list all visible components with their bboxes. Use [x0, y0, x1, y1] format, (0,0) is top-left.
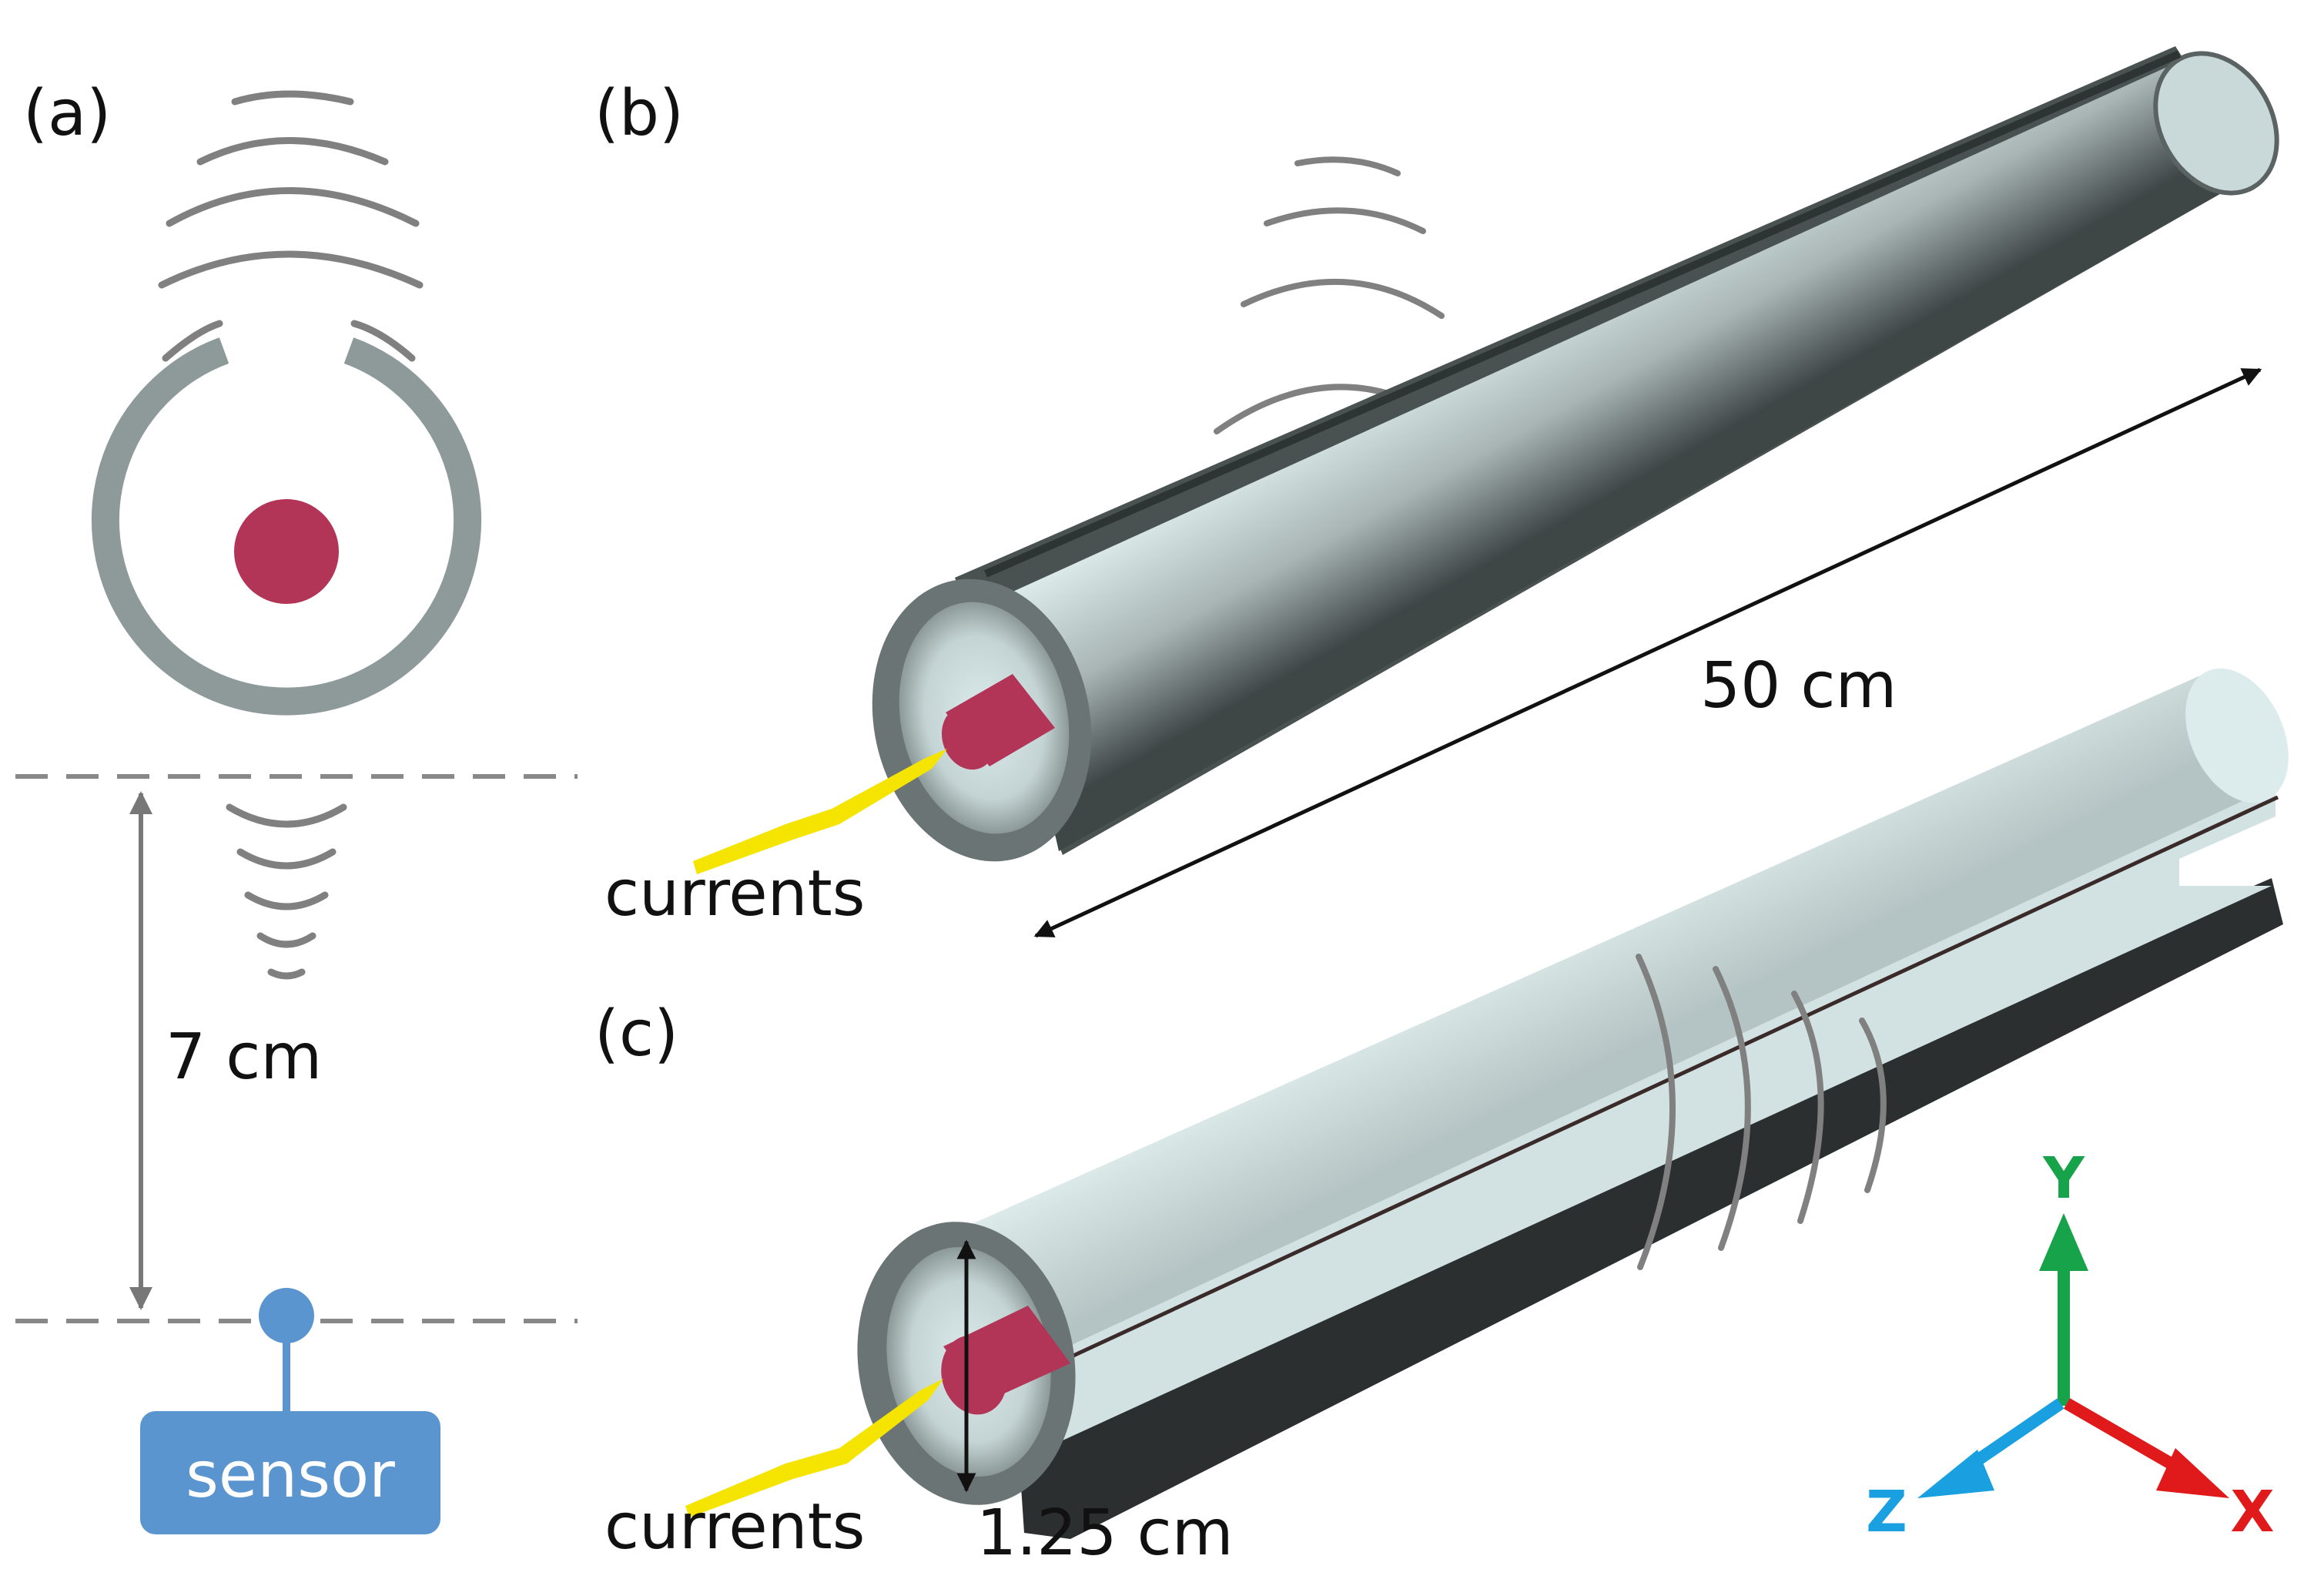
length-label: 50 cm	[1700, 649, 1897, 723]
current-beam-c	[685, 1379, 943, 1517]
coordinate-axes: Y X Z	[1866, 1145, 2274, 1545]
panel-c: (c) currents 1.25 cm	[594, 668, 2289, 1570]
length-arrow	[1033, 367, 2262, 938]
tube-far-end-b	[2153, 51, 2279, 196]
panel-b-label: (b)	[594, 77, 684, 150]
panel-c-label: (c)	[594, 998, 678, 1071]
sensor-probe	[259, 1288, 314, 1343]
panel-a-label: (a)	[23, 77, 111, 150]
panel-b: (b) currents 50 cm	[594, 46, 2279, 938]
sensor-label: sensor	[186, 1439, 395, 1512]
conductor-cross-section	[234, 499, 339, 604]
axis-z-arrowhead	[1917, 1450, 1994, 1498]
diameter-label: 1.25 cm	[976, 1497, 1234, 1570]
conductor-end-b	[941, 706, 996, 770]
current-label-b: currents	[604, 857, 866, 930]
panel-a: (a) 7 cm sensor	[15, 77, 578, 1534]
tube-far-end-c	[2185, 668, 2289, 803]
distance-label: 7 cm	[166, 1021, 322, 1094]
inner-tube-body-c	[936, 676, 2276, 1363]
shield-outer-body-c	[1016, 878, 2283, 1539]
axis-x-arrowhead	[2156, 1448, 2229, 1498]
slit-ring-shield	[92, 337, 481, 716]
sensor-box	[140, 1411, 440, 1534]
current-beam-b	[693, 749, 947, 874]
axis-x-label: X	[2230, 1479, 2274, 1545]
axis-z-label: Z	[1866, 1479, 1907, 1545]
shield-slit-c	[1042, 795, 2279, 1372]
field-arcs-top	[158, 90, 424, 362]
field-arcs-bottom	[226, 803, 347, 980]
field-arcs-c	[1636, 954, 1887, 1270]
axis-y-arrowhead	[2039, 1213, 2088, 1271]
inner-tube-lower-c	[1024, 786, 2275, 1440]
axis-y-label: Y	[2042, 1145, 2085, 1212]
current-label-c: currents	[604, 1490, 866, 1564]
